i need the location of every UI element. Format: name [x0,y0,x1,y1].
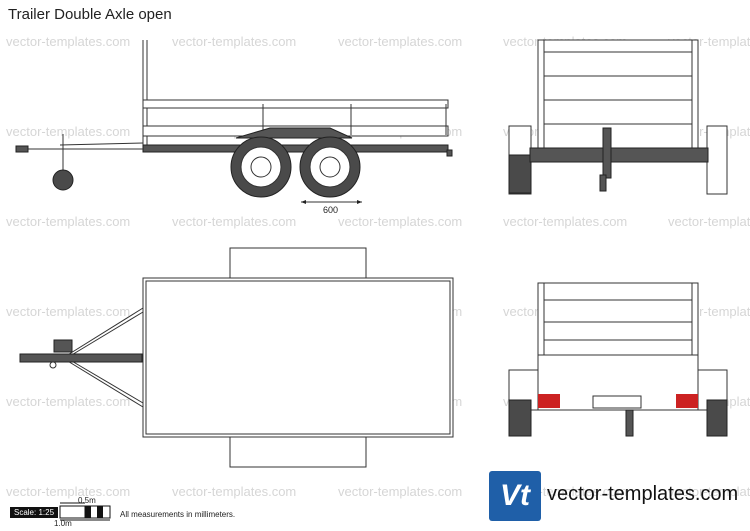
rear-view [508,282,728,437]
tail-light-left [538,394,560,408]
top-view [19,247,454,468]
dimension-label: 600 [323,205,338,215]
scale-half-mark: 0.5m [78,496,96,505]
watermark-text: vector-templates.com [6,124,130,139]
watermark-text: vector-templates.com [6,484,130,499]
watermark-text: vector-templates.com [6,34,130,49]
brand-block[interactable]: Vt vector-templates.com [489,471,747,521]
brand-logo-icon: Vt [489,471,541,521]
watermark-text: vector-templates.com [668,214,750,229]
brand-name[interactable]: vector-templates.com [547,483,739,505]
watermark-text: vector-templates.com [6,214,130,229]
tail-light-right [676,394,698,408]
page-title: Trailer Double Axle open [8,6,172,23]
watermark-text: vector-templates.com [503,214,627,229]
watermark-text: vector-templates.com [172,484,296,499]
watermark-text: vector-templates.com [338,214,462,229]
scale-full-mark: 1.0m [54,519,72,528]
front-view [508,39,728,195]
measurement-note: All measurements in millimeters. [120,510,236,519]
watermark-text: vector-templates.com [6,394,130,409]
scale-label: Scale: 1:25 [10,507,58,518]
watermark-text: vector-templates.com [172,34,296,49]
watermark-text: vector-templates.com [6,304,130,319]
watermark-text: vector-templates.com [172,214,296,229]
side-view: 600 [15,40,453,215]
scale-bar [59,502,111,521]
watermark-text: vector-templates.com [338,34,462,49]
watermark-text: vector-templates.com [338,484,462,499]
watermark-text: vector-templates.com [668,484,750,499]
